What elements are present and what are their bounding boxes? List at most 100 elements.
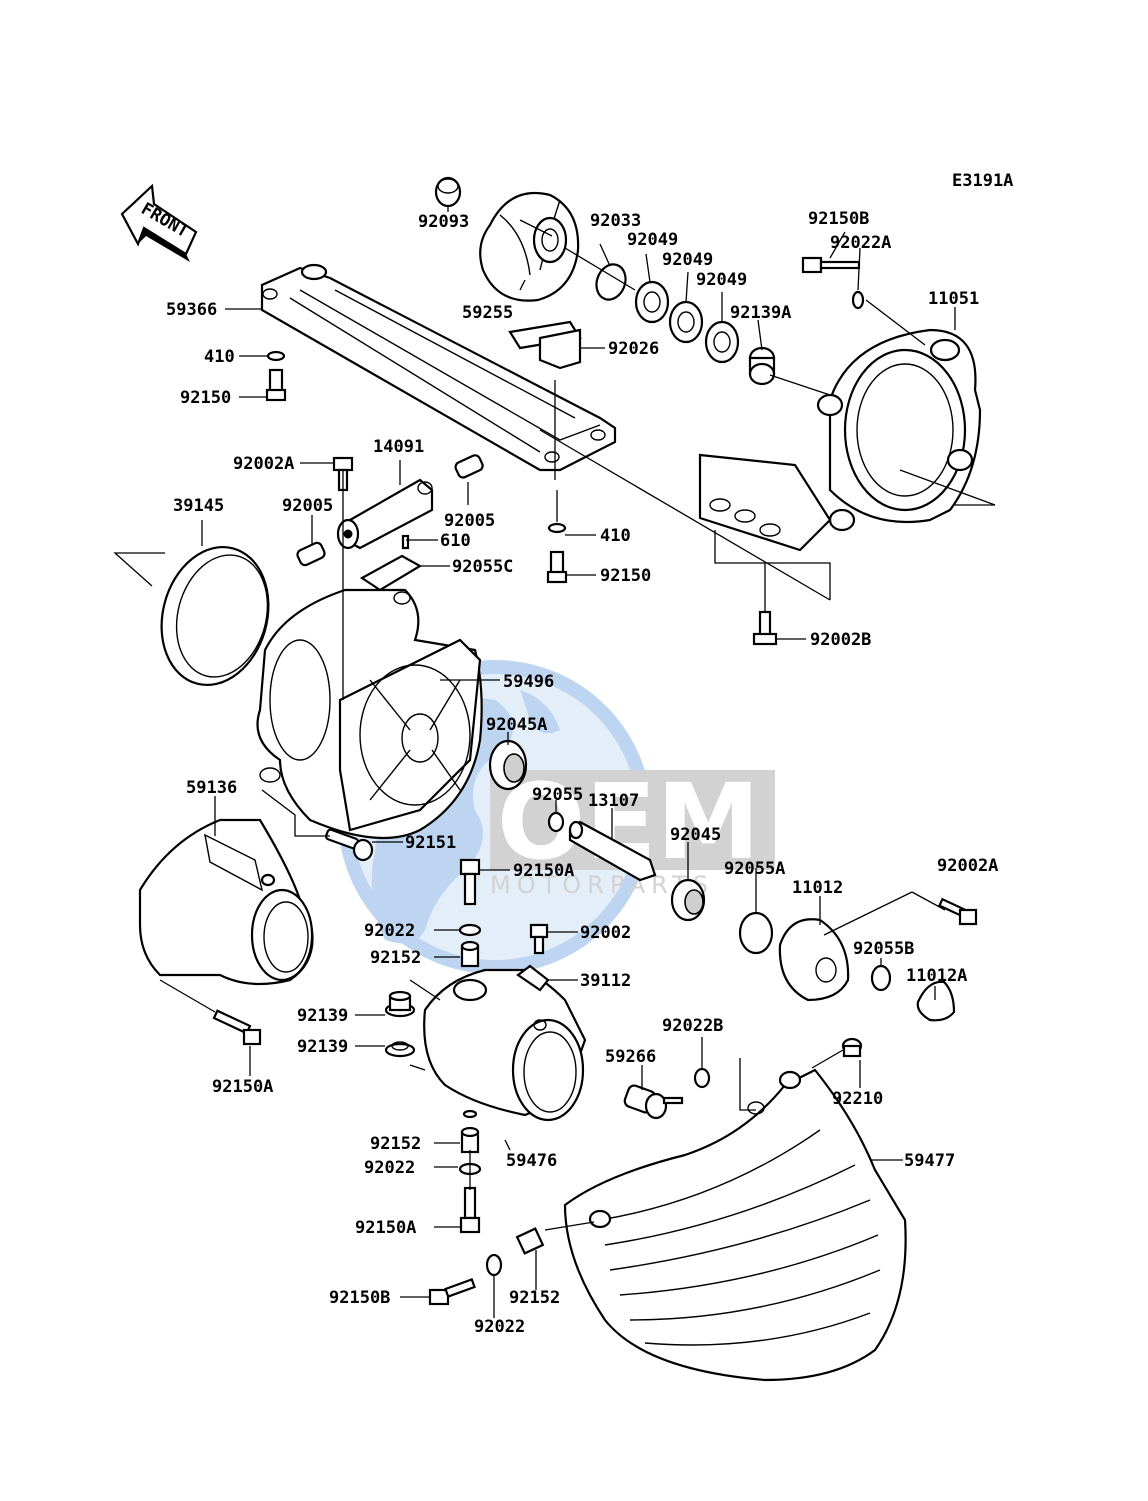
cap-92093 <box>434 176 462 208</box>
callout-92022-lower: 92022 <box>364 1158 415 1178</box>
nipple-92005-left <box>296 541 326 567</box>
callout-92150B-top: 92150B <box>808 209 869 229</box>
callout-92139-lower: 92139 <box>297 1037 348 1057</box>
callout-59477: 59477 <box>904 1151 955 1171</box>
callout-92002A-upper: 92002A <box>233 454 294 474</box>
oring-92055A <box>738 911 774 955</box>
diagram-code: E3191A <box>952 171 1013 191</box>
callout-13107: 13107 <box>588 791 639 811</box>
washer-92022B <box>693 1067 711 1089</box>
washer-92022A <box>851 290 865 310</box>
spacer-92152-bottom <box>515 1227 545 1255</box>
callout-59255: 59255 <box>462 303 513 323</box>
callout-92139-upper: 92139 <box>297 1006 348 1026</box>
callout-92152-upper: 92152 <box>370 948 421 968</box>
callout-92022B: 92022B <box>662 1016 723 1036</box>
callout-59476: 59476 <box>506 1151 557 1171</box>
ring-39145 <box>160 545 270 687</box>
callout-92210: 92210 <box>832 1089 883 1109</box>
lever-59266 <box>623 1084 684 1120</box>
callout-11012A: 11012A <box>906 966 967 986</box>
callout-92033: 92033 <box>590 211 641 231</box>
nozzle-59136 <box>138 818 314 986</box>
washer-410-lower <box>547 522 567 534</box>
cap-11012 <box>778 918 850 1002</box>
ring-92033 <box>595 263 627 301</box>
seals-92049 <box>634 280 740 364</box>
bolt-92150A-center-upper <box>459 858 481 906</box>
pump-case-59496 <box>256 588 483 840</box>
bearing-92045A <box>488 739 528 791</box>
callout-92150A-left: 92150A <box>212 1077 273 1097</box>
callout-92055B: 92055B <box>853 939 914 959</box>
callout-92022-upper: 92022 <box>364 921 415 941</box>
bushing-92139A <box>748 346 776 386</box>
callout-410-upper: 410 <box>204 347 235 367</box>
washer-small <box>462 1109 478 1119</box>
callout-92022-bottom: 92022 <box>474 1317 525 1337</box>
callout-59266: 59266 <box>605 1047 656 1067</box>
callout-59366: 59366 <box>166 300 217 320</box>
spacer-92152-upper <box>460 940 480 968</box>
bolt-92150-lower <box>546 550 568 584</box>
callout-92002A-right: 92002A <box>937 856 998 876</box>
bushing-92139-lower <box>384 1041 416 1058</box>
callout-92139A: 92139A <box>730 303 791 323</box>
bolt-92150A-center-lower <box>459 1186 481 1234</box>
callout-92049-a: 92049 <box>627 230 678 250</box>
front-arrow-icon: FRONT <box>120 183 198 262</box>
cap-11012A <box>916 980 956 1022</box>
reverse-bucket-59477 <box>563 1068 907 1382</box>
nipple-92210 <box>841 1037 863 1058</box>
callout-59136: 59136 <box>186 778 237 798</box>
bearing-92045 <box>670 878 706 922</box>
callout-11012: 11012 <box>792 878 843 898</box>
callout-92055C: 92055C <box>452 557 513 577</box>
washer-92022-upper <box>458 923 482 937</box>
impeller-housing-11051 <box>698 328 982 552</box>
gasket-92055C <box>359 554 423 592</box>
callout-92150A-center-lower: 92150A <box>355 1218 416 1238</box>
callout-92150-upper: 92150 <box>180 388 231 408</box>
callout-labels: E3191A 92093 92033 92049 92049 92049 921… <box>166 171 1013 1337</box>
callout-92150B-bottom: 92150B <box>329 1288 390 1308</box>
shaft-13107 <box>568 820 657 882</box>
callout-92049-c: 92049 <box>696 270 747 290</box>
bolt-92150B-bottom <box>428 1278 476 1306</box>
callout-92151: 92151 <box>405 833 456 853</box>
oring-92055 <box>547 811 565 833</box>
callout-92002-center: 92002 <box>580 923 631 943</box>
bolt-92150B <box>801 256 861 274</box>
callout-92049-b: 92049 <box>662 250 713 270</box>
washer-92022-bottom <box>485 1253 503 1277</box>
bolt-92002-center <box>529 923 549 955</box>
callout-92152-lower: 92152 <box>370 1134 421 1154</box>
callout-92022A-top: 92022A <box>830 233 891 253</box>
callout-92005-left: 92005 <box>282 496 333 516</box>
bolt-92002A-right <box>937 897 978 926</box>
callout-92026: 92026 <box>608 339 659 359</box>
callout-39145: 39145 <box>173 496 224 516</box>
callout-410-lower: 410 <box>600 526 631 546</box>
callout-610: 610 <box>440 531 471 551</box>
impeller-59255 <box>479 191 580 302</box>
callout-92150-lower: 92150 <box>600 566 651 586</box>
callout-14091: 14091 <box>373 437 424 457</box>
pump-cover-59366 <box>260 263 617 472</box>
steering-nozzle-59476 <box>423 968 587 1122</box>
callout-92005-right: 92005 <box>444 511 495 531</box>
leader-lines <box>113 206 996 1318</box>
bolt-92002B <box>752 610 778 646</box>
callout-92045: 92045 <box>670 825 721 845</box>
callout-92045A: 92045A <box>486 715 547 735</box>
callout-11051: 11051 <box>928 289 979 309</box>
washer-410-upper <box>266 350 286 362</box>
callout-39112: 39112 <box>580 971 631 991</box>
callout-92093: 92093 <box>418 212 469 232</box>
callout-92055: 92055 <box>532 785 583 805</box>
spacer-92152-lower <box>460 1126 480 1154</box>
bolt-92151 <box>324 828 374 862</box>
nipple-92005-right <box>454 454 484 479</box>
